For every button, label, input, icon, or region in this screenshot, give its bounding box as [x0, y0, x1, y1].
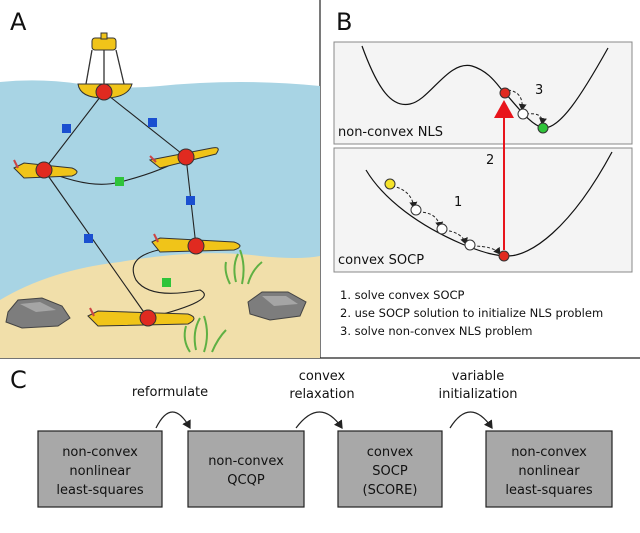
comm-marker-blue	[62, 124, 71, 133]
seaweed-icon	[183, 315, 227, 353]
box-2-line-1: non-convex	[208, 454, 284, 469]
nls-solution-point	[537, 122, 549, 134]
box-4-line-1: non-convex	[511, 445, 587, 460]
box-2-line-2: QCQP	[227, 473, 265, 488]
arrow-2-line-2: relaxation	[289, 387, 354, 402]
nls-plot-label: non-convex NLS	[338, 125, 443, 140]
socp-solution-point	[498, 250, 510, 262]
comm-marker-blue	[84, 234, 93, 243]
node-marker	[35, 161, 53, 179]
box-4-line-2: nonlinear	[518, 464, 580, 479]
nls-iterate	[517, 108, 529, 120]
socp-plot-label: convex SOCP	[338, 253, 424, 268]
rock-icon	[5, 297, 71, 329]
box-3-line-1: convex	[367, 445, 414, 460]
stage-box-nls-original	[37, 430, 163, 508]
socp-iterate	[464, 239, 476, 251]
step-1-label: 1	[454, 195, 462, 210]
comm-marker-green	[162, 278, 171, 287]
sea-floor-sand	[0, 253, 320, 358]
buoy-icon	[77, 32, 133, 99]
panel-letter-a: A	[10, 8, 27, 36]
arrow-2-line-1: convex	[299, 369, 346, 384]
arrow-relaxation	[295, 411, 343, 429]
nls-plot-box	[333, 41, 633, 145]
step-2-label: 2	[486, 153, 494, 168]
box-4-line-3: least-squares	[505, 483, 592, 498]
arrow-3-line-1: variable	[452, 369, 504, 384]
comm-marker-blue	[148, 118, 157, 127]
panel-c: C non-convex nonlinear least-squares non…	[10, 366, 613, 508]
arrow-reformulate	[155, 411, 191, 430]
panel-a: A	[0, 8, 320, 359]
socp-start-point	[384, 178, 396, 190]
socp-iterate	[410, 204, 422, 216]
node-marker	[177, 148, 195, 166]
box-3-line-3: (SCORE)	[363, 483, 418, 498]
stage-box-qcqp	[187, 430, 305, 508]
node-marker	[95, 83, 113, 101]
arrow-1-label: reformulate	[132, 385, 208, 400]
stage-box-nls-final	[485, 430, 613, 508]
arrow-initialization	[449, 411, 493, 429]
box-1-line-2: nonlinear	[69, 464, 131, 479]
stage-box-socp	[337, 430, 443, 508]
panel-letter-b: B	[336, 8, 352, 36]
node-marker	[139, 309, 157, 327]
box-1-line-3: least-squares	[56, 483, 143, 498]
box-1-line-1: non-convex	[62, 445, 138, 460]
nls-iteration-arrows	[507, 89, 547, 125]
panel-b: B 2 1 3 non-convex	[333, 8, 633, 338]
socp-iterate	[436, 223, 448, 235]
step-3-label: 3	[535, 83, 543, 98]
note-3: 3. solve non-convex NLS problem	[340, 324, 533, 338]
box-3-line-2: SOCP	[372, 464, 408, 479]
panel-letter-c: C	[10, 366, 27, 394]
seaweed-icon	[224, 249, 263, 285]
nls-cost-curve	[361, 45, 609, 129]
note-2: 2. use SOCP solution to initialize NLS p…	[340, 306, 603, 320]
socp-cost-curve	[365, 151, 613, 257]
rock-icon	[247, 291, 307, 321]
arrow-3-line-2: initialization	[438, 387, 517, 402]
node-marker	[187, 237, 205, 255]
note-1: 1. solve convex SOCP	[340, 288, 465, 302]
comm-marker-blue	[186, 196, 195, 205]
comm-marker-green	[115, 177, 124, 186]
nls-init-point	[499, 87, 511, 99]
